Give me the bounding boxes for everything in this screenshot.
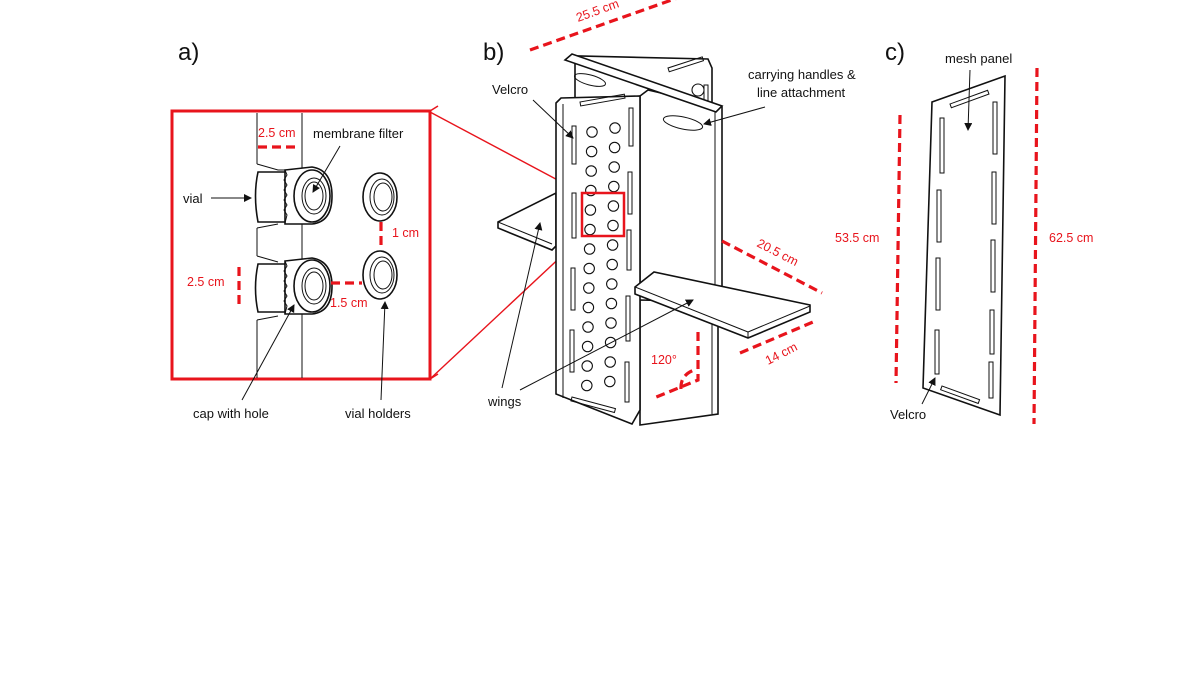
front-perforated-panel	[555, 95, 641, 425]
velcro-slot	[628, 107, 634, 147]
velcro-slot	[570, 267, 576, 311]
dim-b-wing-width: 14 cm	[763, 340, 800, 368]
perforation-hole	[609, 122, 621, 134]
panel-a: a)	[170, 39, 439, 421]
perforation-hole	[605, 297, 618, 310]
perforation-hole	[605, 317, 617, 329]
perforation-hole	[582, 321, 594, 333]
perforation-hole	[608, 141, 621, 154]
dim-a-holder-offset: 1.5 cm	[330, 296, 368, 310]
panel-b: b) 25.5 cm	[483, 0, 856, 426]
callout-handles-line2: line attachment	[757, 85, 846, 100]
callout-cap-with-hole: cap with hole	[193, 406, 269, 421]
detail-frame	[170, 109, 432, 381]
velcro-slots	[569, 107, 634, 403]
vial-top	[254, 166, 333, 225]
callout-handles-line1: carrying handles &	[748, 67, 856, 82]
perforation-hole	[582, 301, 595, 314]
hole-grid	[581, 122, 621, 392]
vial-holder-bottom	[362, 250, 398, 300]
perforation-hole	[583, 262, 595, 275]
panel-c: c) 53.5 cm 62.5 cm mesh panel Velcro	[835, 39, 1093, 425]
right-panel	[639, 89, 723, 294]
callout-velcro-c: Velcro	[890, 407, 926, 422]
perforation-hole	[581, 360, 593, 372]
perforation-hole	[584, 204, 597, 216]
dim-a-top-width: 2.5 cm	[258, 126, 296, 140]
velcro-strip	[990, 239, 996, 293]
velcro-slot	[571, 125, 577, 165]
vial-holder-top	[362, 172, 398, 222]
dim-a-holder-gap: 1 cm	[392, 226, 419, 240]
velcro-strip	[939, 385, 981, 405]
dim-b-wing-length: 20.5 cm	[755, 236, 801, 269]
velcro-strip	[992, 101, 998, 155]
perforation-hole	[604, 356, 616, 368]
perforation-hole	[585, 145, 598, 158]
panel-c-label: c)	[885, 39, 905, 66]
velcro-slot	[625, 295, 631, 342]
perforation-hole	[585, 165, 597, 177]
velcro-slot	[627, 171, 633, 215]
velcro-strip	[935, 257, 941, 311]
velcro-strip	[936, 189, 942, 243]
dim-c-outer-height: 62.5 cm	[1049, 231, 1093, 245]
perforation-hole	[586, 126, 598, 138]
perforation-hole	[604, 375, 616, 388]
perforation-hole	[606, 258, 618, 271]
perforation-hole	[607, 219, 619, 232]
velcro-strip	[934, 329, 940, 375]
vial-bottom	[254, 257, 333, 315]
perforation-hole	[581, 379, 593, 392]
perforation-hole	[583, 243, 596, 255]
callout-mesh-panel: mesh panel	[945, 51, 1012, 66]
perforation-hole	[584, 223, 596, 236]
dim-c-inner-height: 53.5 cm	[835, 231, 879, 245]
right-wing	[634, 271, 811, 339]
perforation-hole	[608, 161, 620, 173]
callout-velcro-b: Velcro	[492, 82, 528, 97]
perforation-hole	[608, 180, 620, 193]
velcro-slot	[571, 192, 577, 239]
velcro-strip	[989, 309, 995, 355]
dim-a-vial-height: 2.5 cm	[187, 275, 225, 289]
callout-membrane-filter: membrane filter	[313, 126, 404, 141]
callout-wings: wings	[487, 394, 522, 409]
velcro-slot	[624, 361, 630, 403]
velcro-strip	[988, 361, 994, 399]
mesh-panel-velcro-strips	[934, 89, 998, 405]
velcro-slot	[569, 329, 575, 373]
velcro-slot	[626, 229, 632, 271]
perforation-hole	[606, 278, 618, 290]
left-wing	[497, 191, 557, 251]
callout-vial: vial	[183, 191, 203, 206]
perforation-hole	[581, 340, 594, 353]
panel-b-label: b)	[483, 39, 504, 66]
dim-b-angle: 120°	[651, 353, 677, 367]
velcro-strip	[939, 117, 945, 174]
perforation-hole	[606, 239, 619, 251]
detail-highlight-box	[580, 191, 626, 238]
panel-strip	[256, 113, 303, 378]
carrying-handle	[662, 115, 704, 131]
velcro-strip	[991, 171, 997, 225]
callout-vial-holders: vial holders	[345, 406, 411, 421]
perforation-hole	[583, 282, 595, 294]
panel-a-label: a)	[178, 39, 199, 66]
perforation-hole	[607, 200, 620, 212]
